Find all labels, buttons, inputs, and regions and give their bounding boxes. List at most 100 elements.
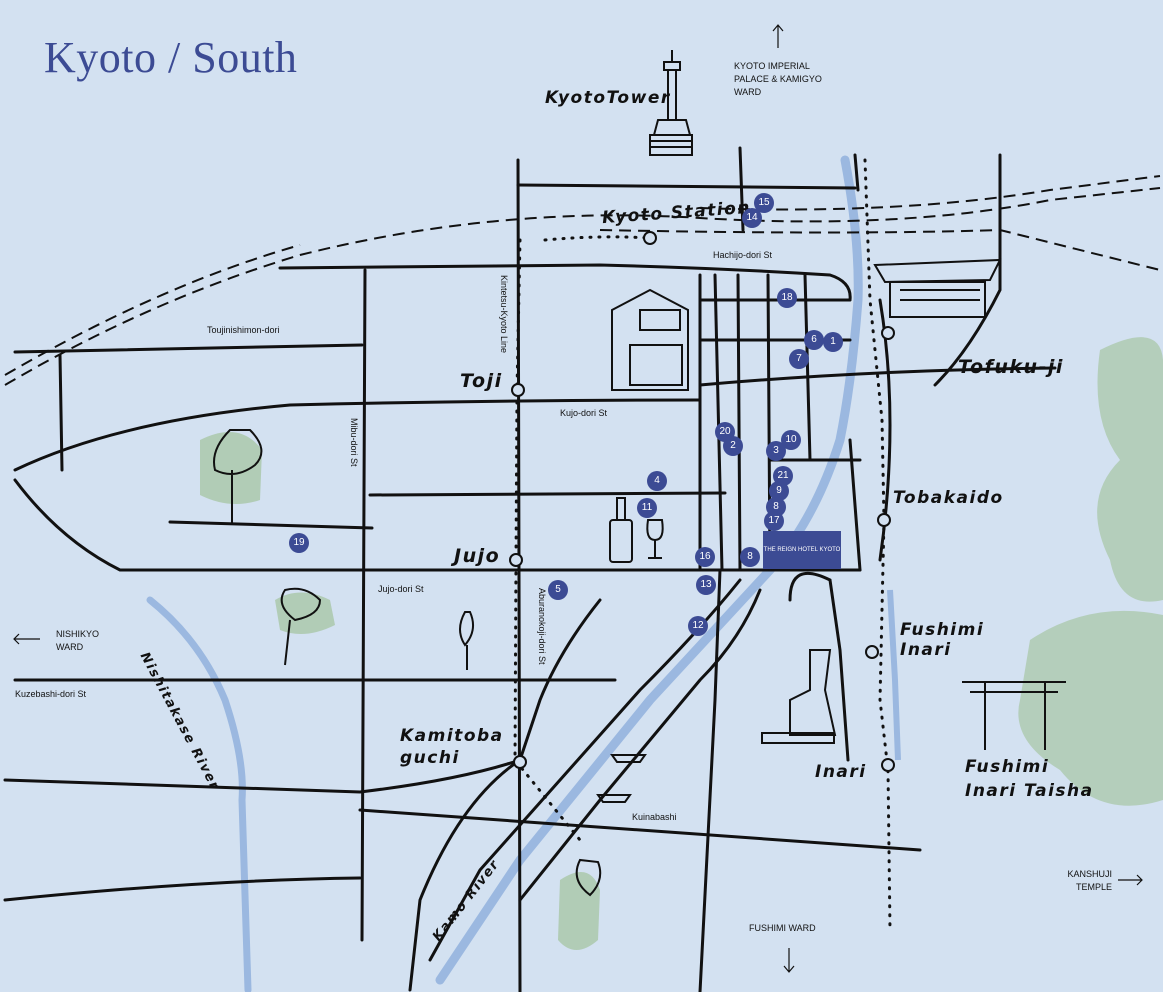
kyoto-tower-label: KyotoTower xyxy=(545,88,671,108)
road xyxy=(698,568,722,992)
map-pin[interactable]: 3 xyxy=(766,441,786,461)
map-pin[interactable]: 11 xyxy=(637,498,657,518)
road xyxy=(13,343,364,354)
road xyxy=(278,263,852,302)
park-area xyxy=(1018,610,1163,806)
toji-label: Toji xyxy=(460,370,503,392)
tofukuji-gate-illustration xyxy=(873,258,1002,318)
road xyxy=(698,366,1057,387)
station-marker xyxy=(511,383,525,397)
aburanokoji-street-label: Aburanokoji-dori St xyxy=(537,588,547,665)
wine-illustration xyxy=(609,497,664,563)
map-pin[interactable]: 15 xyxy=(754,193,774,213)
map-pin[interactable]: 5 xyxy=(548,580,568,600)
hotel-name: THE REIGN HOTEL KYOTO xyxy=(763,547,841,553)
road xyxy=(848,438,862,572)
east-arrow xyxy=(1118,874,1143,886)
toujinishimon-street-label: Toujinishimon-dori xyxy=(207,325,280,335)
road xyxy=(58,353,64,472)
map-pin[interactable]: 13 xyxy=(696,575,716,595)
road xyxy=(803,273,812,462)
tofukuji-label: Tofuku-ji xyxy=(958,356,1064,378)
road xyxy=(360,268,367,942)
south-arrow xyxy=(783,948,795,973)
road xyxy=(518,588,762,902)
station-marker xyxy=(513,755,527,769)
station-marker xyxy=(865,645,879,659)
map-title: Kyoto / South xyxy=(44,33,298,82)
map-pin[interactable]: 14 xyxy=(742,208,762,228)
jujo-street-label: Jujo-dori St xyxy=(378,584,424,594)
fushimi-inari-taisha-label: Fushimi Inari Taisha xyxy=(965,757,1094,801)
jr-line xyxy=(863,158,892,932)
map-pin[interactable]: 4 xyxy=(647,471,667,491)
park-area xyxy=(558,872,600,950)
kuzebashi-street-label: Kuzebashi-dori St xyxy=(15,689,87,699)
map-pin[interactable]: 10 xyxy=(781,430,801,450)
boat-illustration xyxy=(596,754,647,803)
map-pin[interactable]: 18 xyxy=(777,288,797,308)
station-marker xyxy=(877,513,891,527)
east-direction-label: KANSHUJI TEMPLE xyxy=(1067,869,1112,892)
road xyxy=(853,153,860,192)
park-area xyxy=(275,592,335,634)
station-marker xyxy=(643,231,657,245)
station-line xyxy=(543,235,652,242)
map-pin[interactable]: 7 xyxy=(789,349,809,369)
kintetsu-line-label: Kintetsu-Kyoto Line xyxy=(499,275,509,354)
road xyxy=(428,578,742,962)
north-arrow xyxy=(772,24,784,48)
map-pin[interactable]: 17 xyxy=(764,511,784,531)
road xyxy=(933,153,1002,387)
road xyxy=(516,158,522,992)
west-direction-label: NISHIKYO WARD xyxy=(56,629,100,652)
map-pin[interactable]: 8 xyxy=(740,547,760,567)
jujo-label: Jujo xyxy=(454,545,501,567)
inari-label: Inari xyxy=(815,762,867,782)
tree-illustration xyxy=(213,429,602,897)
hotel-marker[interactable]: THE REIGN HOTEL KYOTO xyxy=(763,531,841,569)
fox-statue-illustration xyxy=(761,649,837,744)
map-pin[interactable]: 19 xyxy=(289,533,309,553)
road xyxy=(736,273,742,572)
station-marker xyxy=(881,326,895,340)
west-arrow xyxy=(13,633,40,645)
railway xyxy=(599,228,1161,271)
torii-illustration xyxy=(962,681,1066,750)
kamitoba-guchi-label: Kamitoba guchi xyxy=(400,726,504,768)
road xyxy=(168,520,374,530)
kujo-street-label: Kujo-dori St xyxy=(560,408,608,418)
road xyxy=(368,491,727,497)
canal xyxy=(887,589,901,761)
station-marker xyxy=(881,758,895,772)
road xyxy=(13,478,862,572)
machiya-illustration xyxy=(611,288,689,391)
hachijo-street-label: Hachijo-dori St xyxy=(713,250,773,260)
park-area xyxy=(1097,337,1163,602)
railway xyxy=(4,187,1161,386)
fushimi-inari-label: Fushimi Inari xyxy=(900,620,985,660)
road xyxy=(516,183,857,190)
map-pin[interactable]: 12 xyxy=(688,616,708,636)
road xyxy=(713,273,724,572)
kyoto-tower-illustration xyxy=(649,50,693,156)
road xyxy=(3,758,522,794)
map-pin[interactable]: 2 xyxy=(723,436,743,456)
south-direction-label: FUSHIMI WARD xyxy=(749,923,816,933)
road xyxy=(788,571,850,762)
map-pin[interactable]: 1 xyxy=(823,332,843,352)
map-pin[interactable]: 9 xyxy=(769,481,789,501)
railway xyxy=(4,175,1161,376)
north-direction-label: KYOTO IMPERIAL PALACE & KAMIGYO WARD xyxy=(734,61,822,97)
map-pin[interactable]: 6 xyxy=(804,330,824,350)
mibu-street-label: Mibu-dori St xyxy=(349,418,359,467)
road xyxy=(13,398,702,472)
station-marker xyxy=(509,553,523,567)
tobakaido-label: Tobakaido xyxy=(893,488,1004,508)
road xyxy=(3,876,362,902)
map-pin[interactable]: 16 xyxy=(695,547,715,567)
kuinabashi-street-label: Kuinabashi xyxy=(632,812,677,822)
road xyxy=(358,808,922,852)
